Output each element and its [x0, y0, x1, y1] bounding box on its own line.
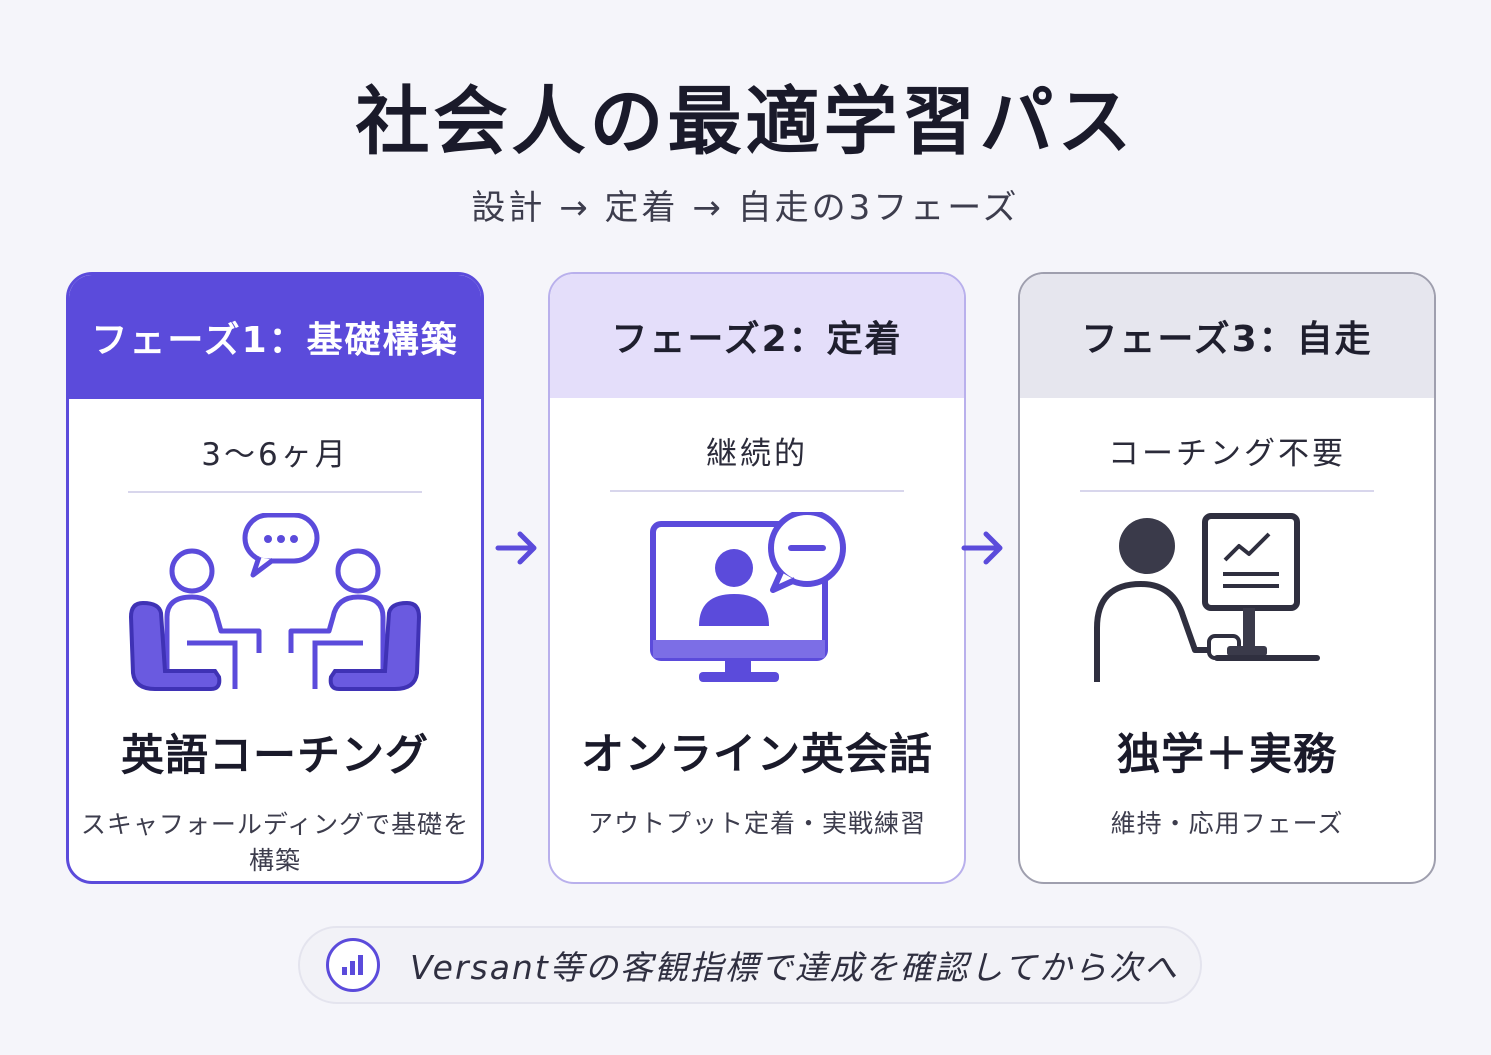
phase-3-description: 維持・応用フェーズ — [1110, 809, 1344, 838]
phase-1-description: スキャフォールディングで基礎を構築 — [80, 810, 470, 875]
phase-card-2: フェーズ2：定着 継続的 オンライン英会話 アウトプット定着・実戦練習 — [548, 272, 966, 884]
phase-2-name: オンライン英会話 — [581, 730, 933, 780]
coaching-conversation-icon — [128, 513, 422, 691]
divider — [1080, 490, 1374, 492]
phase-1-name: 英語コーチング — [121, 731, 429, 781]
phase-card-3: フェーズ3：自走 コーチング不要 独学＋実務 維持・応用フェーズ — [1018, 272, 1436, 884]
phase-1-duration: 3〜6ヶ月 — [201, 437, 349, 473]
phase-2-description: アウトプット定着・実戦練習 — [587, 809, 926, 838]
phase-3-duration: コーチング不要 — [1108, 436, 1346, 472]
phase-2-duration: 継続的 — [706, 436, 808, 472]
phase-3-name: 独学＋実務 — [1117, 730, 1337, 780]
footer-text: Versant等の客観指標で達成を確認してから次へ — [410, 948, 1179, 987]
online-video-call-icon — [650, 512, 846, 682]
divider — [610, 490, 904, 492]
arrow-right-icon — [495, 531, 537, 565]
arrow-right-icon — [961, 531, 1003, 565]
phase-3-header: フェーズ3：自走 — [1020, 274, 1434, 398]
bar-chart-icon — [326, 938, 380, 992]
phase-1-header: フェーズ1：基礎構築 — [69, 275, 481, 399]
page-subtitle: 設計 → 定着 → 自走の3フェーズ — [471, 188, 1020, 228]
page-title: 社会人の最適学習パス — [355, 79, 1136, 165]
phase-card-1: フェーズ1：基礎構築 3〜6ヶ月 英語コーチング スキャフォールディングで基礎を… — [66, 272, 484, 884]
phase-2-header: フェーズ2：定着 — [550, 274, 964, 398]
footer-note: Versant等の客観指標で達成を確認してから次へ — [298, 926, 1202, 1004]
divider — [128, 491, 422, 493]
self-study-computer-icon — [1094, 513, 1320, 682]
